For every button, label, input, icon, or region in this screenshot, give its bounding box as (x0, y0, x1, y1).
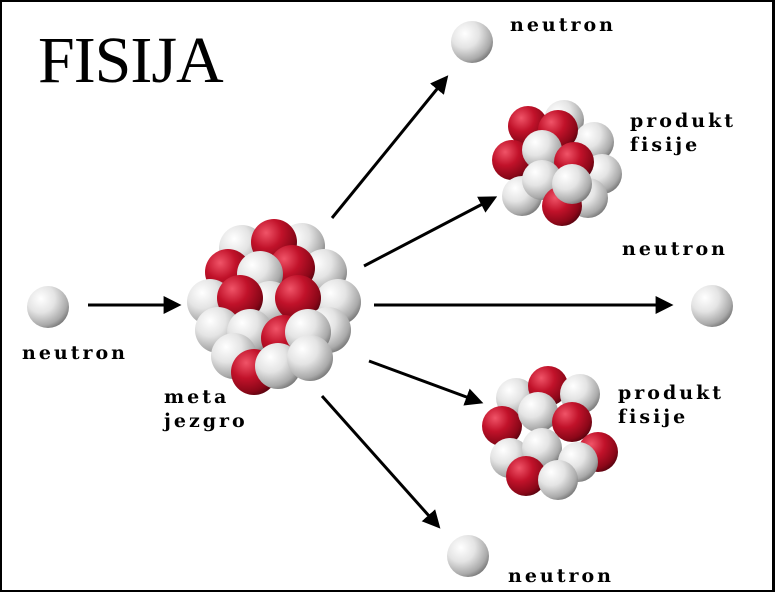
arrow-to-product-top (363, 196, 498, 268)
neutron-right-ball (691, 285, 733, 327)
target-nucleus (187, 219, 361, 395)
target-nucleus-label-line1: meta (164, 386, 230, 408)
product-top-label-line1: produkt (630, 110, 737, 132)
neutron-top-label: neutron (510, 14, 616, 36)
neutron-bottom-label: neutron (508, 565, 614, 587)
target-nucleus-label-line2: jezgro (164, 410, 248, 432)
fission-product-bottom (482, 366, 618, 500)
arrow-to-neutron-bottom (320, 395, 441, 529)
neutron-bottom-ball (447, 535, 489, 577)
incoming-neutron-label: neutron (22, 342, 128, 364)
diagram-title: FISIJA (38, 24, 224, 97)
product-bottom-label-line2: fisije (618, 406, 689, 428)
arrow-to-neutron-top (330, 75, 449, 219)
arrow-to-product-bottom (368, 359, 484, 406)
arrows (88, 75, 674, 529)
neutron-top-ball (451, 21, 493, 63)
fission-product-top (492, 100, 622, 226)
incoming-neutron-ball (27, 286, 69, 328)
product-top-label-line2: fisije (630, 134, 701, 156)
neutron-right-label: neutron (622, 238, 728, 260)
product-bottom-label-line1: produkt (618, 382, 725, 404)
